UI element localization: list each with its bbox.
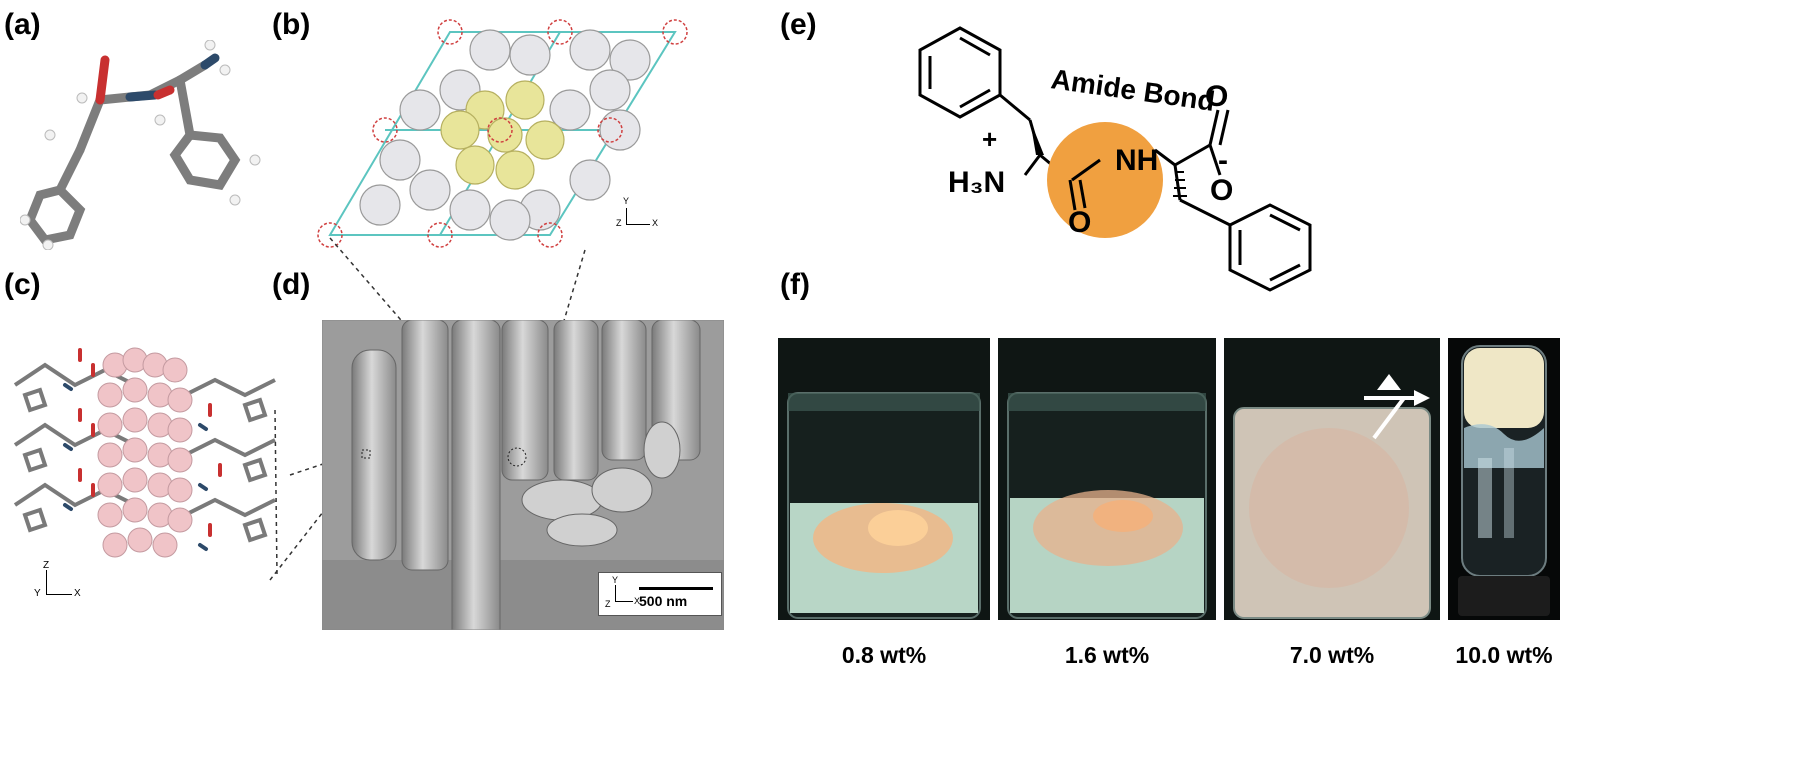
axis-y-label: Y bbox=[612, 575, 619, 585]
axis-indicator-d: Y Z X bbox=[603, 575, 641, 613]
axis-z-label: Z bbox=[43, 560, 50, 571]
panel-label-f: (f) bbox=[780, 268, 810, 301]
panel-label-e: (e) bbox=[780, 8, 817, 41]
vial-photo-1 bbox=[998, 338, 1216, 620]
panel-label-d: (d) bbox=[272, 268, 311, 301]
ammonium-plus: + bbox=[982, 124, 997, 154]
vial-label-1: 1.6 wt% bbox=[1064, 642, 1150, 668]
vial-label-2: 7.0 wt% bbox=[1289, 642, 1375, 668]
nh-label: NH bbox=[1115, 144, 1158, 177]
axis-y-label: Y bbox=[34, 588, 41, 599]
panel-label-a: (a) bbox=[4, 8, 41, 41]
carboxylate-minus: - bbox=[1218, 144, 1228, 177]
h3n-label: H₃N bbox=[948, 166, 1005, 199]
amide-bond-label: Amide Bond bbox=[1049, 63, 1217, 117]
vial-photo-0 bbox=[778, 338, 990, 620]
axis-indicator-c: Z Y X bbox=[32, 560, 92, 610]
carbonyl-o-label: O bbox=[1068, 206, 1091, 239]
crystal-packing-diagram bbox=[317, 19, 688, 248]
axis-x-label: X bbox=[74, 588, 81, 599]
axis-z-label: Z bbox=[616, 218, 622, 228]
molecule-stick-model bbox=[20, 40, 261, 250]
axis-indicator-b: Y Z X bbox=[616, 190, 666, 240]
vial-label-0: 0.8 wt% bbox=[841, 642, 927, 668]
carboxyl-o-label: O bbox=[1210, 174, 1233, 207]
axis-x-label: X bbox=[652, 218, 659, 228]
vial-photo-3 bbox=[1448, 338, 1560, 620]
panel-label-c: (c) bbox=[4, 268, 41, 301]
carboxyl-o-top-label: O bbox=[1205, 80, 1228, 113]
scale-bar-label: 500 nm bbox=[639, 593, 688, 609]
vial-photo-2 bbox=[1224, 338, 1440, 620]
axis-x-label: X bbox=[634, 596, 641, 606]
axis-y-label: Y bbox=[623, 196, 630, 206]
vial-label-3: 10.0 wt% bbox=[1455, 642, 1553, 668]
axis-z-label: Z bbox=[605, 599, 611, 609]
sem-micrograph bbox=[322, 320, 724, 630]
panel-label-b: (b) bbox=[272, 8, 311, 41]
amide-bond-circle bbox=[1047, 122, 1163, 238]
molecular-column-packing bbox=[13, 347, 278, 576]
scale-bar: 500 nm Y Z X bbox=[598, 572, 722, 616]
dipeptide-structure: Amide Bond NH O O O - + H₃N bbox=[918, 26, 1312, 292]
